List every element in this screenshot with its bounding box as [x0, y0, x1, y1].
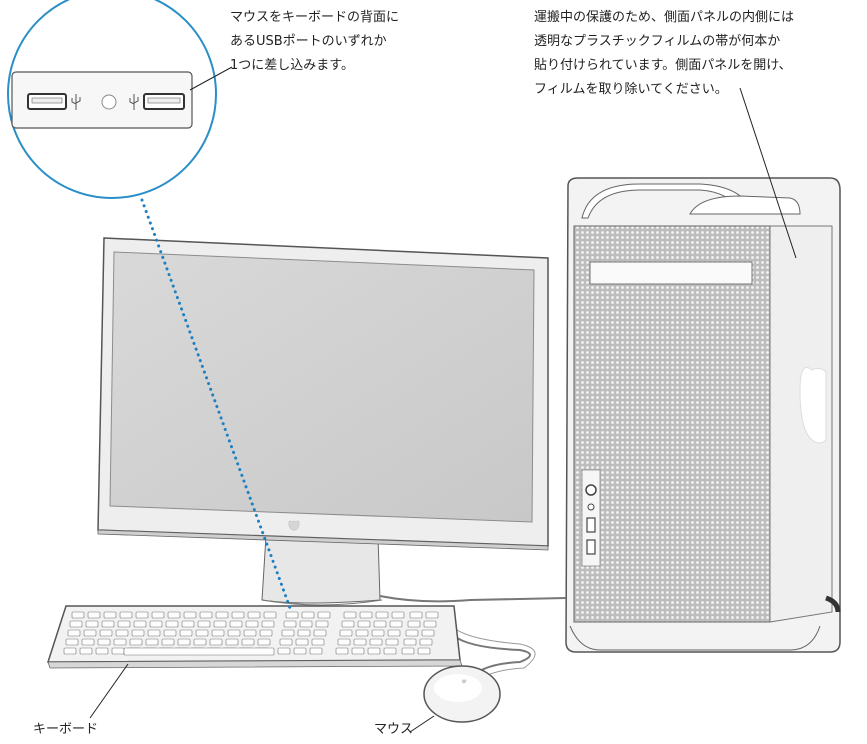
cinema-display: [97, 237, 549, 606]
usb-symbol-icon: [71, 94, 81, 110]
apple-logo-icon: [288, 520, 300, 531]
usb-instruction-line: 1つに差し込みます。: [230, 58, 354, 73]
protective-film-line: 運搬中の保護のため、側面パネルの内側には: [534, 10, 795, 25]
protective-film-line: 透明なプラスチックフィルムの帯が何本か: [534, 34, 781, 49]
mouse-leader-line: [409, 715, 435, 733]
mouse: [423, 665, 501, 723]
protective-film-callout: 運搬中の保護のため、側面パネルの内側には 透明なプラスチックフィルムの帯が何本か…: [534, 6, 794, 102]
usb-instruction-line: マウスをキーボードの背面に: [230, 10, 400, 25]
usb-instruction-callout: マウスをキーボードの背面に あるUSBポートのいずれか 1つに差し込みます。: [230, 6, 399, 78]
keyboard: [46, 605, 463, 669]
mac-pro-tower: [565, 177, 841, 653]
usb-callout: [7, 0, 217, 199]
protective-film-line: フィルムを取り除いてください。: [534, 82, 728, 97]
usb-instruction-line: あるUSBポートのいずれか: [230, 34, 387, 49]
usb-leader-line: [189, 66, 233, 91]
keyboard-label: キーボード: [33, 722, 99, 737]
film-leader-line: [739, 87, 797, 259]
protective-film-line: 貼り付けられています。側面パネルを開け、: [534, 58, 792, 73]
dotted-leader: [140, 198, 292, 610]
keyboard-leader-line: [89, 663, 129, 719]
usb-port-icon: [27, 93, 67, 110]
usb-symbol-icon: [129, 94, 139, 110]
mouse-label: マウス: [374, 722, 414, 737]
front-io-ports: [581, 469, 601, 567]
usb-port-icon: [143, 93, 185, 110]
